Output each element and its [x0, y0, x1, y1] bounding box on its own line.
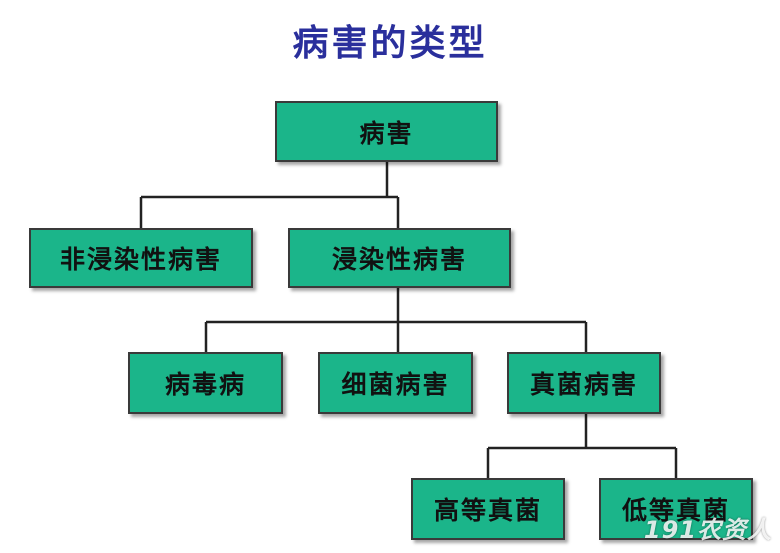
node-viral-disease: 病毒病	[128, 352, 283, 414]
node-non-infectious-disease: 非浸染性病害	[29, 228, 253, 288]
node-disease: 病害	[275, 101, 498, 162]
node-bacterial-disease: 细菌病害	[318, 352, 473, 414]
node-lower-fungi: 低等真菌	[599, 478, 753, 540]
node-infectious-disease: 浸染性病害	[288, 228, 511, 288]
node-fungal-disease: 真菌病害	[507, 352, 661, 414]
diagram-title: 病害的类型	[292, 23, 488, 64]
watermark-logo: 191农资人	[643, 516, 772, 544]
node-higher-fungi: 高等真菌	[411, 478, 565, 540]
